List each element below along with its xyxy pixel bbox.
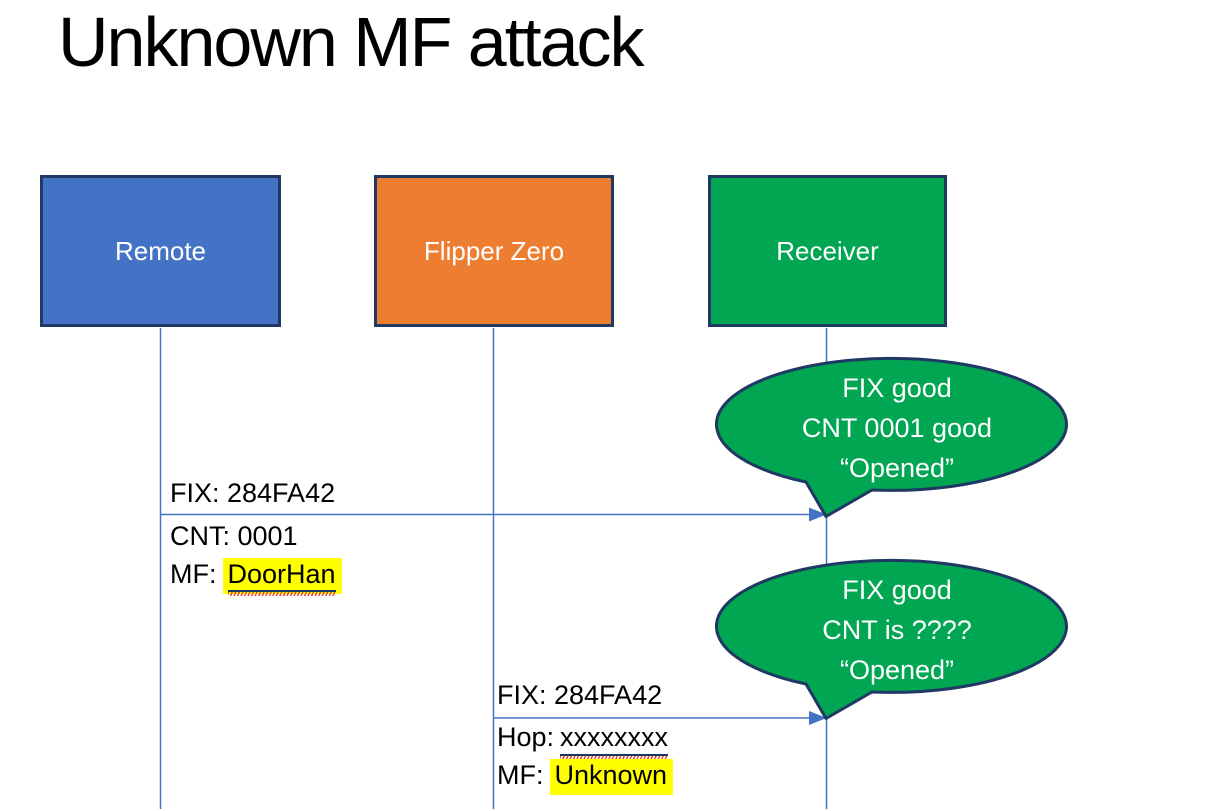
actor-label-receiver: Receiver [776, 235, 879, 266]
callout-1-line-2: CNT 0001 good [801, 413, 993, 443]
actor-label-remote: Remote [114, 235, 207, 266]
message-2-hop-label: Hop: [497, 722, 555, 752]
actor-box-receiver: Receiver [708, 175, 947, 327]
actor-box-flipper-zero: Flipper Zero [374, 175, 614, 327]
callout-1-line-3: “Opened” [839, 453, 955, 483]
message-2-mf-highlight: Unknown [549, 759, 674, 795]
callout-bubble-1 [714, 356, 1068, 518]
callout-1-text: FIX good CNT 0001 good “Opened” [717, 368, 1077, 488]
message-arrow-1-head [809, 507, 827, 522]
actor-label-flipper-zero: Flipper Zero [423, 235, 565, 266]
message-1-mf: MF: DoorHan [170, 558, 342, 594]
callout-2-line-2: CNT is ???? [822, 615, 972, 645]
callout-1-line-1: FIX good [842, 373, 952, 403]
message-arrow-2-head [809, 711, 827, 725]
message-1-fix: FIX: 284FA42 [170, 478, 336, 508]
message-2-hop: Hop:xxxxxxxx [497, 722, 669, 760]
message-1-mf-highlight: DoorHan [222, 558, 342, 594]
message-1-cnt: CNT: 0001 [170, 521, 298, 551]
actor-box-remote: Remote [40, 175, 281, 327]
message-2-mf-value: Unknown [554, 760, 668, 790]
message-2-mf: MF: Unknown [497, 759, 674, 795]
message-2-fix: FIX: 284FA42 [497, 680, 663, 710]
message-1-mf-label: MF: [170, 559, 217, 589]
callout-2-text: FIX good CNT is ???? “Opened” [717, 570, 1077, 690]
message-1-mf-value: DoorHan [227, 559, 336, 592]
callout-2-line-1: FIX good [842, 575, 952, 605]
slide-title: Unknown MF attack [58, 3, 645, 81]
callout-2-line-3: “Opened” [839, 655, 955, 685]
message-2-hop-value: xxxxxxxx [560, 722, 669, 760]
message-2-mf-label: MF: [497, 760, 544, 790]
callout-bubble-2 [714, 558, 1068, 720]
